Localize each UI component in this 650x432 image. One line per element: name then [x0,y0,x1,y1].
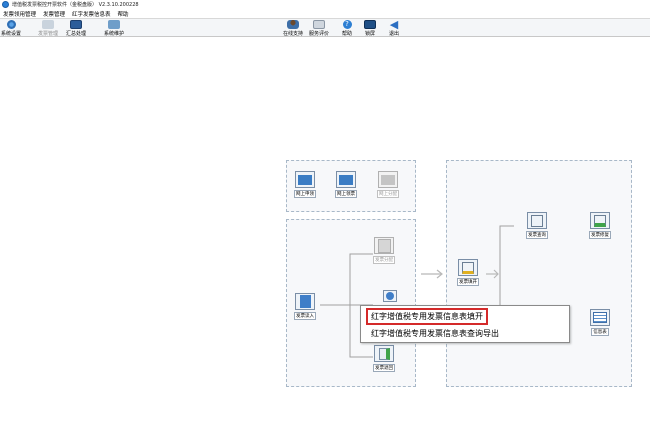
menu-help[interactable]: 帮助 [117,11,129,18]
exit-arrow-icon: ◀ [389,18,399,31]
invoice-return-tile[interactable]: 发票退回 [373,345,395,375]
invoice-return-icon [374,345,394,362]
invoice-repair-icon [590,212,610,229]
menu-bar: 发票领用管理 发票管理 红字发票信息表 帮助 [0,9,650,19]
app-icon [2,1,9,8]
system-maintenance-button[interactable]: 系统维护 [104,20,124,37]
window-title: 增值税发票税控开票软件（金税盘版） V2.3.10.200228 [12,2,139,8]
menu-red-invoice-info[interactable]: 红字发票信息表 [72,11,111,18]
invoice-management-button[interactable]: 发票管理 [38,20,58,37]
online-support-button[interactable]: 在线支持 [283,20,303,37]
service-rating-button[interactable]: 服务评价 [309,20,329,37]
red-invoice-context-menu: 红字增值税专用发票信息表填开 红字增值税专用发票信息表查询导出 [360,305,570,343]
online-receive-tile[interactable]: 网上领票 [335,171,357,201]
context-menu-item-fill[interactable]: 红字增值税专用发票信息表填开 [366,308,488,325]
invoice-read-tile[interactable]: 发票读入 [294,293,316,323]
invoice-distribute-icon [374,237,394,254]
online-distribute-tile: 网上分配 [377,171,399,201]
rating-icon [313,20,325,29]
menu-invoice-supply[interactable]: 发票领用管理 [3,11,37,18]
online-apply-tile[interactable]: 网上申领 [294,171,316,201]
help-button[interactable]: ? 帮助 [342,20,353,37]
context-menu-item-query-export[interactable]: 红字增值税专用发票信息表查询导出 [371,329,499,338]
monitor-icon [70,20,82,29]
info-table-icon [590,309,610,326]
invoice-repair-tile[interactable]: 发票修复 [589,212,611,242]
support-person-icon [287,20,299,29]
tools-icon [108,20,120,29]
menu-invoice-management[interactable]: 发票管理 [43,11,66,18]
lock-screen-icon [364,20,376,29]
lock-screen-button[interactable]: 锁屏 [364,20,376,37]
invoice-query-tile[interactable]: 发票查询 [526,212,548,242]
invoice-distribute-tile: 发票分配 [373,237,395,267]
summary-processing-button[interactable]: 汇总处理 [66,20,86,37]
gear-icon [6,20,16,29]
invoice-read-icon [295,293,315,310]
info-table-tile[interactable]: 信息表 [589,309,611,339]
help-icon: ? [342,20,352,29]
system-settings-button[interactable]: 系统设置 [1,20,21,37]
invoice-return-partial-icon [379,290,401,320]
exit-button[interactable]: ◀ 退出 [388,18,399,37]
toolbar: 系统设置 发票管理 汇总处理 系统维护 在线支持 服务评价 ? 帮助 锁屏 ◀ … [0,19,650,37]
invoice-fill-tile[interactable]: 发票填开 [457,259,479,289]
invoice-icon [42,20,54,29]
title-bar: 增值税发票税控开票软件（金税盘版） V2.3.10.200228 [0,0,650,9]
invoice-query-icon [527,212,547,229]
invoice-fill-icon [458,259,478,276]
online-distribute-icon [378,171,398,188]
online-receive-icon [336,171,356,188]
online-apply-icon [295,171,315,188]
